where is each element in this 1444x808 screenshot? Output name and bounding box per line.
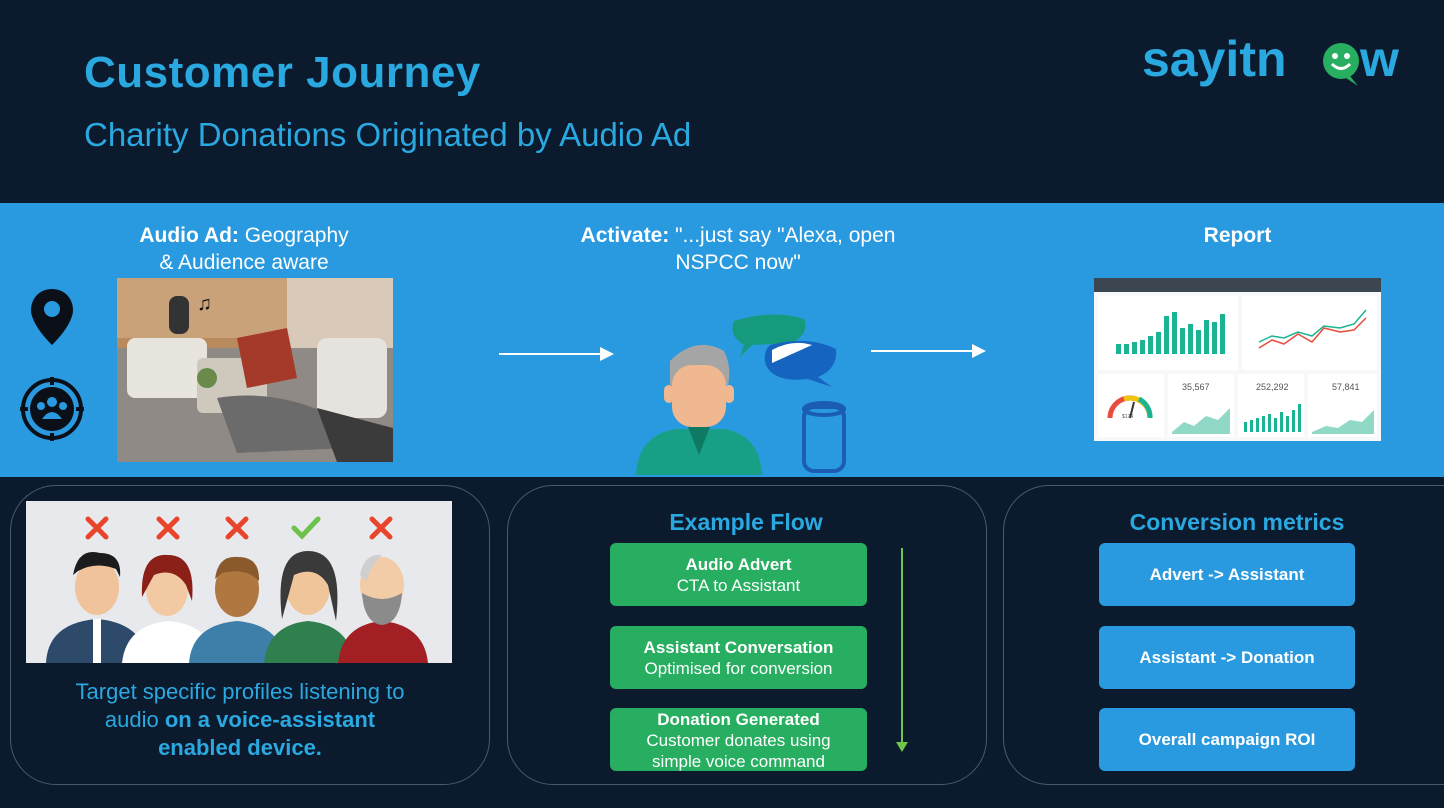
conversion-metrics-title: Conversion metrics (1129, 509, 1345, 535)
sayitnow-logo: sayitn w (1142, 31, 1399, 87)
flow-arrow-line (499, 353, 605, 355)
arrow-down-icon (896, 742, 908, 752)
person-speaking-icon (636, 314, 846, 475)
targeting-text: Target specific profiles listening to au… (75, 679, 405, 760)
dashboard-charts (1094, 292, 1381, 441)
report-dashboard: 35,567 252,292 57,841 $174 (1094, 278, 1381, 441)
metric-overall-campaign-roi: Overall campaign ROI (1099, 708, 1355, 771)
svg-text:sayitn: sayitn (1142, 31, 1287, 87)
metric-advert-to-assistant: Advert -> Assistant (1099, 543, 1355, 606)
audio-ad-photo: ♫ (117, 278, 393, 462)
flow-step-donation-generated: Donation Generated Customer donates usin… (610, 708, 867, 771)
flow-arrow-line (871, 350, 977, 352)
page-subtitle: Charity Donations Originated by Audio Ad (84, 116, 692, 153)
svg-text:w: w (1359, 31, 1399, 87)
dashboard-header (1094, 278, 1381, 292)
report-value: 252,292 (1256, 382, 1289, 392)
flow-step-audio-advert: Audio Advert CTA to Assistant (610, 543, 867, 606)
audio-ad-heading: Audio Ad: Geography & Audience aware (139, 224, 349, 274)
svg-text:♫: ♫ (197, 293, 212, 315)
flow-progress-line (901, 548, 903, 746)
example-flow-title: Example Flow (669, 509, 823, 535)
report-value: 35,567 (1182, 382, 1210, 392)
report-value: 57,841 (1332, 382, 1360, 392)
audience-target-icon (20, 377, 84, 441)
page-title: Customer Journey (84, 48, 481, 97)
metric-assistant-to-donation: Assistant -> Donation (1099, 626, 1355, 689)
location-pin-icon (31, 289, 73, 345)
gauge-value: $174 (1122, 414, 1134, 420)
arrow-head-icon (600, 347, 614, 361)
audience-profiles-illustration (26, 501, 452, 663)
arrow-head-icon (972, 344, 986, 358)
flow-step-assistant-conversation: Assistant Conversation Optimised for con… (610, 626, 867, 689)
activate-heading: Activate: "...just say "Alexa, open NSPC… (580, 224, 896, 274)
report-heading: Report (1203, 224, 1272, 247)
